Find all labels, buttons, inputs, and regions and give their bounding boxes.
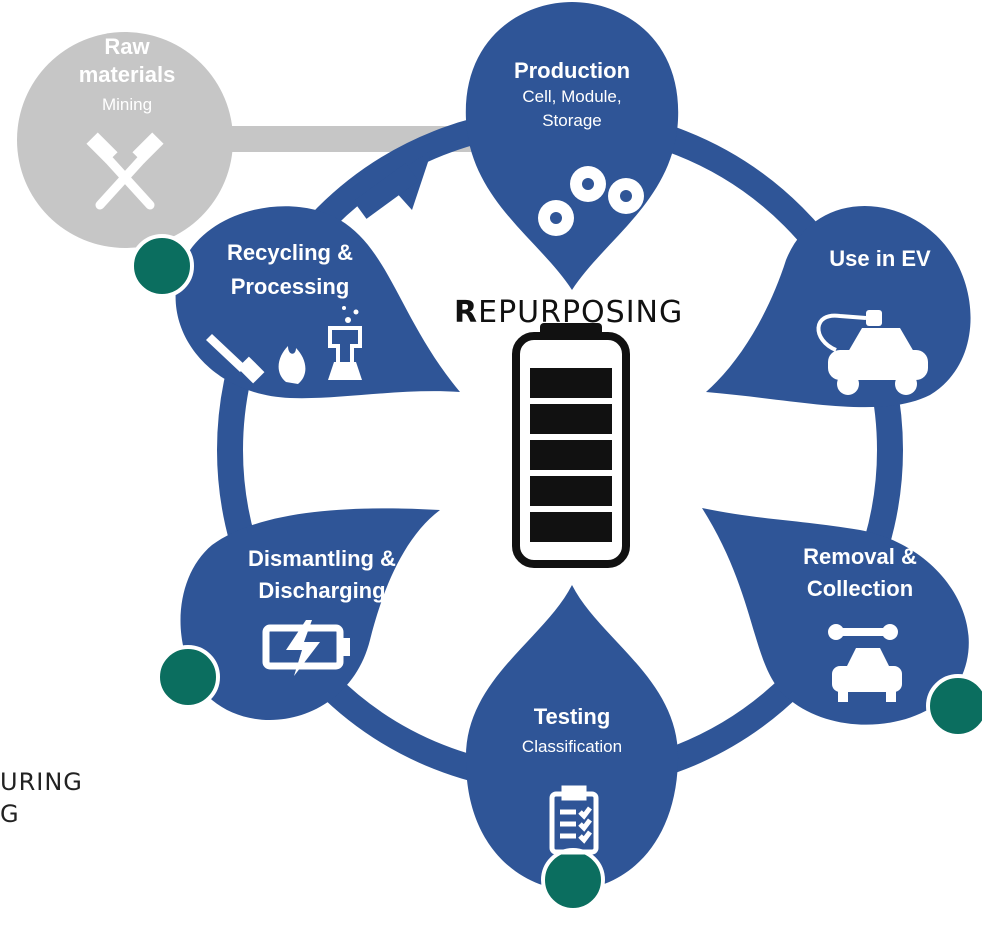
production-subtitle-1: Cell, Module, (522, 87, 622, 106)
repurposing-rest: EPURPOSING (478, 295, 684, 330)
teal-dot-upper-left (130, 234, 194, 298)
electric-car-icon (816, 310, 928, 395)
production-drop (465, 2, 679, 290)
clipboard-icon (549, 785, 599, 855)
recycling-title-1: Recycling & (227, 240, 353, 265)
testing-subtitle: Classification (521, 737, 623, 756)
recycling-tools-icon (206, 306, 362, 384)
raw-materials-title-1: Raw (104, 34, 150, 59)
testing-title: Testing (533, 704, 611, 729)
raw-materials-subtitle: Mining (101, 95, 153, 114)
recycling-title-2: Processing (230, 274, 350, 299)
raw-materials-title-2: materials (78, 62, 176, 87)
dismantling-title-1: Dismantling & (248, 546, 396, 571)
gears-icon (538, 166, 644, 236)
removal-title-2: Collection (806, 576, 914, 601)
repurposing-first-letter: R (454, 295, 479, 330)
dismantling-title-2: Discharging (258, 578, 386, 603)
dismantling-drop (180, 508, 440, 720)
hammers-icon (86, 132, 164, 210)
production-subtitle-2: Storage (542, 111, 602, 130)
wrench-car-icon (828, 624, 902, 702)
left-edge-text-2: G (0, 800, 20, 828)
use-in-ev-title: Use in EV (829, 246, 931, 271)
teal-dot-bottom (541, 848, 605, 912)
removal-drop (702, 508, 969, 725)
repurposing-heading: REPURPOSING (454, 295, 683, 330)
battery-icon (512, 323, 630, 568)
raw-materials-node (17, 32, 233, 248)
teal-dot-right (926, 674, 982, 738)
recycling-drop (175, 206, 460, 399)
recycling-arrow-shaft (353, 163, 419, 219)
production-title: Production (513, 58, 631, 83)
removal-title-1: Removal & (803, 544, 917, 569)
charging-battery-icon (262, 620, 350, 676)
teal-dot-lower-left (156, 645, 220, 709)
left-edge-text-1: URING (0, 768, 83, 796)
testing-drop (465, 585, 679, 890)
